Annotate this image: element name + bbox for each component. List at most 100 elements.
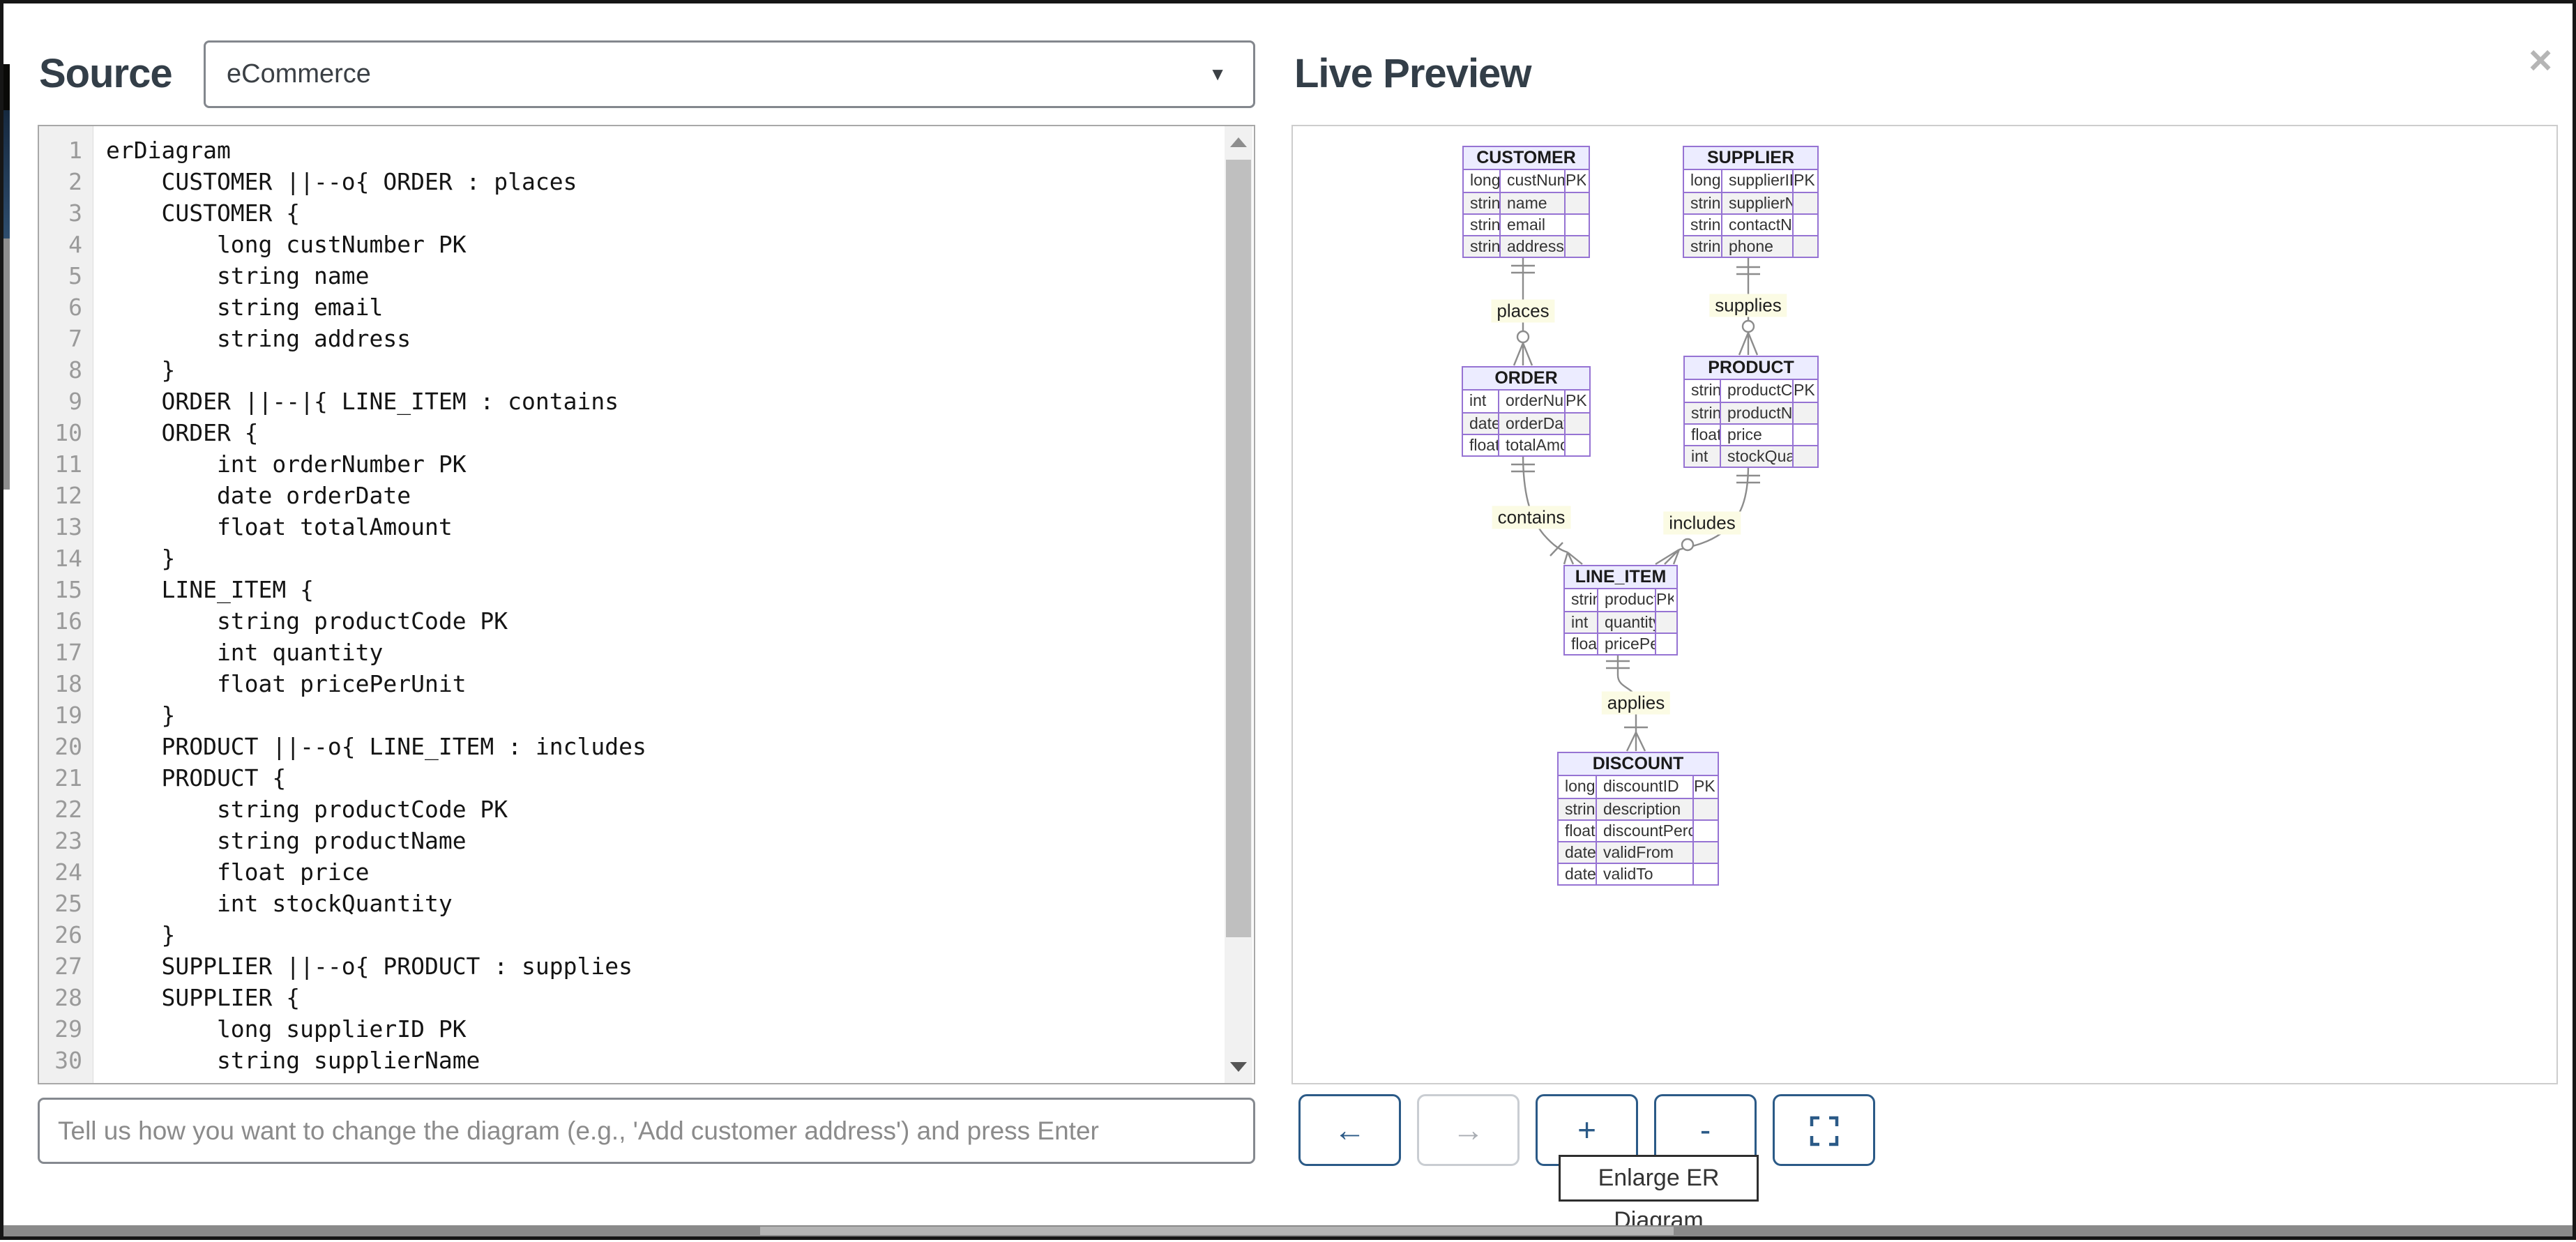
attribute-type: string xyxy=(1684,193,1721,213)
enlarge-tooltip: Enlarge ER Diagram xyxy=(1559,1155,1759,1202)
code-line: 20 PRODUCT ||--o{ LINE_ITEM : includes xyxy=(39,731,1223,762)
attribute-name: productName xyxy=(1720,403,1792,423)
background-page-sliver xyxy=(3,238,10,490)
diagram-select-dropdown[interactable]: eCommerce ▼ xyxy=(204,40,1255,108)
attribute-key xyxy=(1692,842,1715,863)
relationship-label-supplies: supplies xyxy=(1709,294,1787,317)
entity-product: PRODUCTstringproductCodePKstringproductN… xyxy=(1683,356,1819,468)
attribute-key xyxy=(1564,215,1586,235)
background-page-sliver xyxy=(3,110,10,238)
attribute-type: string xyxy=(1559,799,1596,819)
attribute-name: totalAmount xyxy=(1498,435,1564,455)
scrollbar-up-arrow[interactable] xyxy=(1225,126,1252,158)
attribute-type: float xyxy=(1463,435,1498,455)
attribute-type: int xyxy=(1565,612,1597,633)
attribute-type: string xyxy=(1464,193,1499,213)
code-line: 27 SUPPLIER ||--o{ PRODUCT : supplies xyxy=(39,951,1223,982)
er-diagram-preview[interactable] xyxy=(1291,125,2558,1084)
entity-title: DISCOUNT xyxy=(1559,753,1718,776)
entity-attribute-row: stringphone xyxy=(1684,235,1817,257)
code-line: 17 int quantity xyxy=(39,637,1223,668)
attribute-key xyxy=(1564,435,1586,455)
background-scrollbar xyxy=(0,1225,2576,1236)
attribute-key xyxy=(1564,236,1586,257)
editor-scrollbar[interactable] xyxy=(1225,126,1252,1083)
entity-attribute-row: stringcontactName xyxy=(1684,213,1817,235)
attribute-name: phone xyxy=(1721,236,1792,257)
code-line: 30 string supplierName xyxy=(39,1045,1223,1076)
attribute-name: validTo xyxy=(1596,864,1692,884)
entity-supplier: SUPPLIERlongsupplierIDPKstringsupplierNa… xyxy=(1683,146,1819,258)
entity-attribute-row: floatdiscountPercentage xyxy=(1559,819,1718,841)
attribute-key xyxy=(1792,236,1814,257)
attribute-type: string xyxy=(1684,215,1721,235)
attribute-type: long xyxy=(1684,170,1721,192)
change-request-input[interactable] xyxy=(38,1098,1255,1164)
attribute-type: string xyxy=(1684,236,1721,257)
attribute-type: float xyxy=(1559,821,1596,841)
code-line: 14 } xyxy=(39,543,1223,574)
entity-line_item: LINE_ITEMstringproductCodePKintquantityf… xyxy=(1563,565,1678,656)
preview-panel-title: Live Preview xyxy=(1294,50,1531,97)
close-icon[interactable]: × xyxy=(2516,36,2565,85)
attribute-key: PK xyxy=(1655,589,1674,611)
entity-discount: DISCOUNTlongdiscountIDPKstringdescriptio… xyxy=(1557,752,1719,886)
code-line: 3 CUSTOMER { xyxy=(39,197,1223,229)
code-line: 23 string productName xyxy=(39,825,1223,856)
attribute-name: productCode xyxy=(1597,589,1655,611)
attribute-key xyxy=(1792,446,1814,467)
undo-button[interactable]: ← xyxy=(1298,1094,1401,1166)
attribute-name: description xyxy=(1596,799,1692,819)
attribute-type: string xyxy=(1685,403,1720,423)
minus-icon: - xyxy=(1656,1096,1755,1164)
enlarge-button[interactable] xyxy=(1773,1094,1875,1166)
attribute-key xyxy=(1792,425,1814,445)
relationship-label-includes: includes xyxy=(1663,512,1741,535)
background-scrollbar-thumb xyxy=(760,1227,1674,1235)
attribute-key xyxy=(1692,821,1715,841)
code-line: 19 } xyxy=(39,699,1223,731)
attribute-key: PK xyxy=(1564,391,1586,412)
attribute-key xyxy=(1655,612,1674,633)
attribute-type: int xyxy=(1463,391,1498,412)
attribute-key xyxy=(1792,215,1814,235)
attribute-name: validFrom xyxy=(1596,842,1692,863)
background-page-sliver xyxy=(3,64,10,110)
code-line: 22 string productCode PK xyxy=(39,794,1223,825)
code-line: 16 string productCode PK xyxy=(39,605,1223,637)
attribute-type: date xyxy=(1559,842,1596,863)
entity-attribute-row: stringdescription xyxy=(1559,798,1718,819)
code-line: 11 int orderNumber PK xyxy=(39,448,1223,480)
attribute-key xyxy=(1564,414,1586,434)
attribute-name: address xyxy=(1499,236,1564,257)
code-line: 25 int stockQuantity xyxy=(39,888,1223,919)
attribute-type: string xyxy=(1685,380,1720,402)
attribute-key: PK xyxy=(1692,776,1715,798)
attribute-name: supplierName xyxy=(1721,193,1792,213)
attribute-key xyxy=(1692,799,1715,819)
attribute-name: contactName xyxy=(1721,215,1792,235)
code-line: 26 } xyxy=(39,919,1223,951)
scrollbar-thumb[interactable] xyxy=(1226,160,1251,937)
attribute-name: supplierID xyxy=(1721,170,1792,192)
redo-button[interactable]: → xyxy=(1417,1094,1520,1166)
code-line: 4 long custNumber PK xyxy=(39,229,1223,260)
attribute-name: stockQuantity xyxy=(1720,446,1792,467)
relationship-label-contains: contains xyxy=(1492,506,1571,529)
entity-title: PRODUCT xyxy=(1685,357,1817,380)
attribute-name: custNumber xyxy=(1499,170,1564,192)
attribute-key: PK xyxy=(1564,170,1586,192)
code-line: 29 long supplierID PK xyxy=(39,1013,1223,1045)
scrollbar-down-arrow[interactable] xyxy=(1225,1051,1252,1083)
